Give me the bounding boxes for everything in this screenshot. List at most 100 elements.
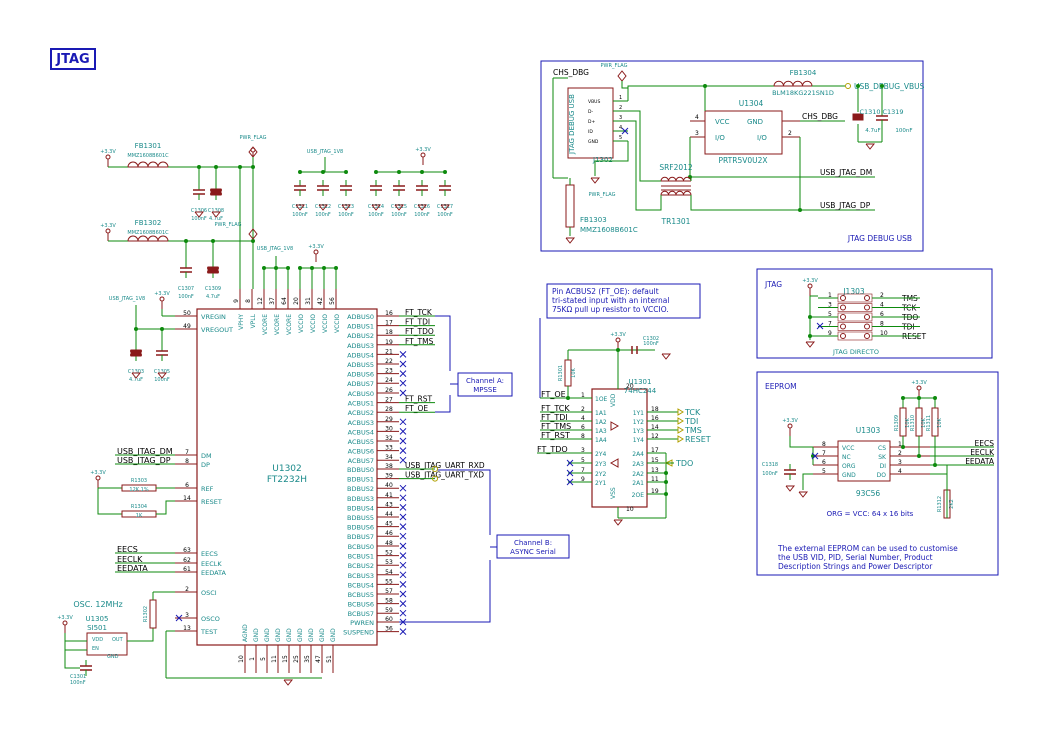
pin-name: GND [330, 628, 337, 642]
power-label: +3.3V [90, 470, 106, 476]
net-label: FT_OE [405, 404, 428, 413]
pin-name: GND [275, 628, 282, 642]
wire [627, 85, 742, 101]
pin-number: 4 [695, 114, 699, 121]
pin-name: PWREN [350, 619, 374, 627]
junction-dot [251, 239, 255, 243]
oscillator-body [86, 632, 128, 656]
pin-number: 2 [788, 130, 792, 137]
pin-number: 64 [281, 297, 288, 305]
header-pin-number: 4 [880, 302, 884, 309]
ic-pin-number: 14 [651, 424, 659, 431]
pin-name: VCORE [286, 314, 293, 335]
ic-pin-name: 2A3 [632, 461, 644, 468]
osc-value: SI501 [87, 624, 107, 632]
power-label: +3.3V [610, 332, 626, 338]
pin-name: BCBUS5 [348, 591, 374, 599]
r1304-value: 1K [136, 513, 143, 519]
ground-symbol [283, 679, 294, 686]
junction-dot [420, 170, 424, 174]
pin-number: 10 [238, 655, 245, 663]
pin-number: 15 [282, 655, 289, 663]
junction-dot [901, 396, 905, 400]
usb-connector-name: JTAG DEBUG USB [568, 94, 576, 155]
header-pin [840, 295, 846, 301]
osc-pin: EN [92, 646, 99, 652]
cap-value: 100nF [368, 212, 384, 218]
no-connect-mark [399, 504, 407, 511]
pin-name: ACBUS1 [348, 400, 374, 408]
ic-pin-name: 2A4 [632, 451, 644, 458]
r1312-ref: R1312 [937, 496, 943, 512]
power-label: +3.3V [782, 418, 798, 424]
ic-pin-number: 7 [822, 450, 826, 457]
pin-number: 63 [183, 547, 191, 554]
vbus-net-label: USB_DEBUG_VBUS [854, 82, 925, 91]
pin-number: 53 [385, 559, 393, 566]
net-label: USB_JTAG_UART_RXD [405, 461, 485, 470]
usb-pin-name: D- [588, 109, 593, 115]
header-pin-number: 5 [828, 311, 832, 318]
pin-number: 30 [385, 425, 393, 432]
ground-symbol [805, 341, 816, 348]
ic-pin-name: 1A3 [595, 428, 607, 435]
ferrite-coil [668, 190, 677, 196]
fb1303-ref: FB1303 [580, 216, 607, 224]
usb-connector-body [567, 87, 614, 159]
ic-pin-number: 4 [581, 415, 585, 422]
ferrite-coil [683, 190, 692, 196]
no-connect-mark [399, 437, 407, 445]
pin-name: ADBUS4 [347, 351, 374, 359]
resistor-ref: R1311 [926, 415, 932, 431]
ground-symbol [565, 237, 576, 244]
pwr-flag-label: PWR_FLAG [215, 222, 242, 228]
junction-dot [901, 445, 905, 449]
header-pin [864, 304, 870, 311]
ic-pin-name: SK [878, 454, 887, 461]
junction-dot [134, 327, 138, 331]
pin-number: 22 [385, 358, 393, 365]
net-label: USB_JTAG_DM [117, 447, 173, 456]
pin-number: 36 [385, 626, 393, 633]
ground-symbol [590, 177, 601, 184]
net-label: FT_RST [541, 431, 570, 440]
ferrite-coil [783, 80, 794, 87]
pin-name: ACBUS6 [348, 448, 374, 456]
pin-number: 33 [385, 445, 393, 452]
cap-ref: C1315 [391, 204, 407, 210]
c1302-ref: C1302 [643, 336, 659, 342]
output-label: TDO [675, 459, 693, 468]
power-symbol [105, 154, 111, 160]
pin-name: ACBUS7 [348, 457, 374, 465]
pin-number: 56 [329, 297, 336, 305]
osc-pin: VDD [92, 637, 103, 643]
usb-pin-name: D+ [588, 119, 595, 125]
pin-number: 52 [385, 550, 393, 557]
no-connect-mark [399, 571, 407, 579]
pin-name: ACBUS5 [348, 438, 374, 446]
net-label: FT_TCK [541, 404, 570, 413]
ic-pin-number: 2 [898, 450, 902, 457]
junction-dot [933, 396, 937, 400]
output-label: TCK [684, 408, 701, 417]
pin-name: ACBUS2 [348, 409, 374, 417]
ground-symbol [661, 353, 672, 360]
eeprom-note-text: The external EEPROM can be used to custo… [777, 544, 958, 553]
pin-number: 37 [269, 297, 276, 305]
ic-pin-name: VSS [610, 487, 617, 499]
pin-name: EECLK [201, 560, 222, 568]
c1301-ref: C1301 [70, 674, 86, 680]
pwr-flag-symbol [248, 146, 258, 158]
hier-port [432, 475, 438, 482]
fb1304-value: BLM18KG221SN1D [772, 89, 834, 97]
osc-pin: GND [107, 654, 119, 660]
pin-number: 3 [695, 130, 699, 137]
pin-number: 47 [315, 655, 322, 663]
pin-number: 16 [385, 310, 393, 317]
header-pin [864, 333, 870, 339]
u1304-pin: I/O [757, 134, 767, 142]
ferrite-coil [660, 190, 669, 196]
channel-b-bracket [399, 560, 491, 623]
junction-dot [917, 396, 921, 400]
header-pin [864, 314, 870, 320]
